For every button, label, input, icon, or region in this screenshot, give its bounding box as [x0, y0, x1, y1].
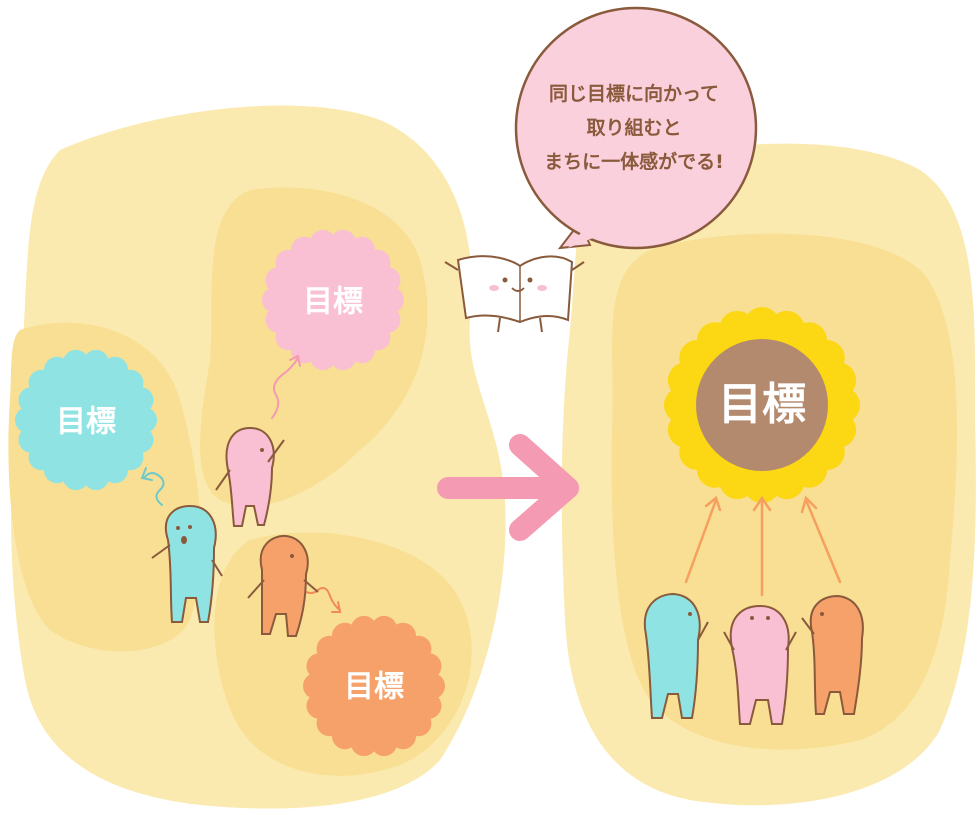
- transition-arrow: [437, 434, 579, 541]
- goal-label-pink: 目標: [303, 285, 363, 320]
- book-mascot: [444, 255, 585, 333]
- goal-flower-pink: [262, 229, 404, 371]
- speech-bubble: [514, 6, 758, 250]
- bubble-line-2: 取り組むと: [586, 116, 681, 139]
- goal-label-cyan: 目標: [56, 405, 116, 440]
- character-pink-right: [723, 604, 797, 725]
- flower-core: [275, 242, 391, 358]
- sunflower-center: [696, 339, 828, 471]
- goal-label-center: 目標: [718, 379, 806, 430]
- bubble-line-3: まちに一体感がでる!: [544, 150, 724, 173]
- goal-label-orange: 目標: [344, 670, 404, 705]
- character-orange-left: [247, 534, 319, 637]
- goal-flower-cyan: [15, 349, 157, 491]
- goal-sunflower: [664, 307, 860, 503]
- character-pink-left: [215, 426, 285, 527]
- character-orange-right: [801, 594, 864, 715]
- flower-core: [28, 362, 144, 478]
- flower-core: [316, 628, 432, 744]
- character-cyan-left: [151, 504, 223, 623]
- character-cyan-right: [643, 592, 709, 719]
- bubble-line-1: 同じ目標に向かって: [549, 82, 719, 105]
- goal-flower-orange: [303, 615, 445, 757]
- squiggle-arrows: [140, 354, 342, 613]
- goal-arrows: [684, 495, 842, 597]
